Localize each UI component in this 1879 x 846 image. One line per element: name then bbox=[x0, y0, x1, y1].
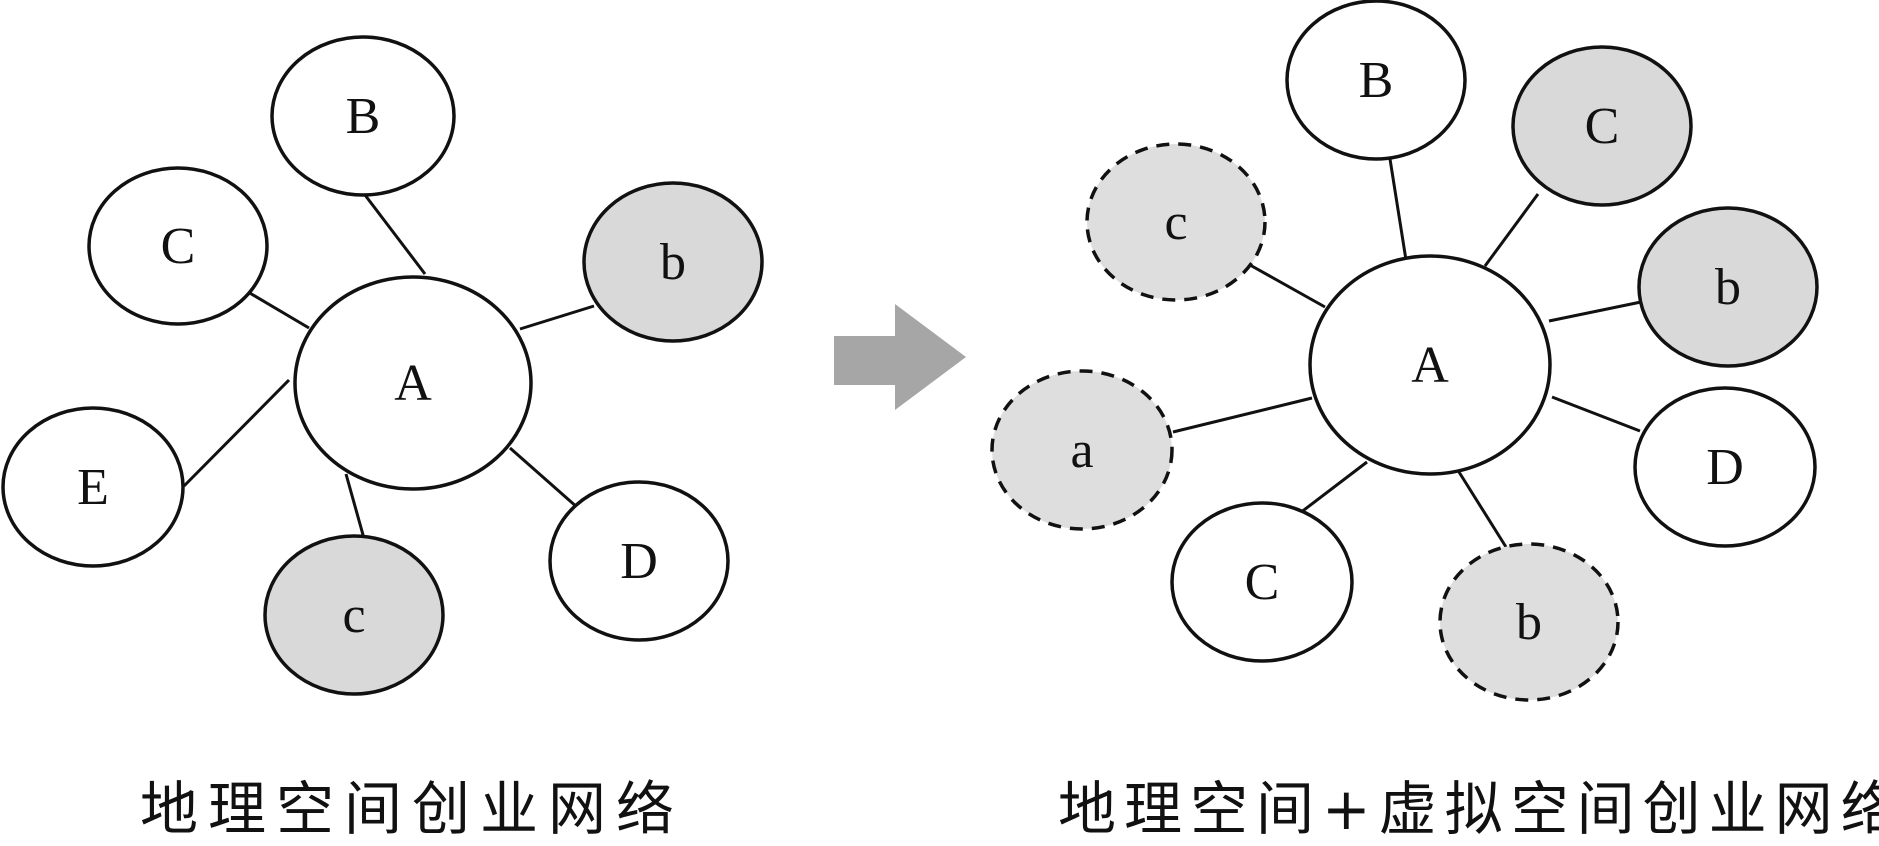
right-node-label-a: a bbox=[1070, 422, 1093, 479]
left-node-b bbox=[582, 181, 764, 343]
left-network-caption: 地理空间创业网络 bbox=[140, 775, 685, 843]
left-node-label-D: D bbox=[620, 533, 658, 590]
left-node-label-b: b bbox=[660, 234, 686, 291]
right-node-C1 bbox=[1511, 45, 1693, 207]
left-edge-3 bbox=[519, 304, 595, 331]
right-edge-3 bbox=[1551, 395, 1641, 433]
right-node-D bbox=[1633, 386, 1817, 548]
right-node-C2 bbox=[1170, 501, 1354, 663]
left-node-A bbox=[293, 275, 533, 491]
right-edge-0 bbox=[1388, 158, 1408, 261]
right-edge-7 bbox=[1249, 263, 1326, 309]
right-edge-2 bbox=[1548, 300, 1642, 323]
left-edge-1 bbox=[247, 290, 310, 330]
left-node-label-A: A bbox=[394, 355, 432, 412]
right-node-B bbox=[1285, 0, 1467, 161]
right-node-label-b1: b bbox=[1715, 259, 1741, 316]
left-node-C bbox=[87, 166, 269, 326]
right-node-label-c: c bbox=[1164, 194, 1187, 251]
left-node-label-B: B bbox=[346, 88, 381, 145]
left-node-B bbox=[270, 35, 456, 197]
right-edge-5 bbox=[1299, 460, 1368, 515]
right-node-b1 bbox=[1637, 206, 1819, 368]
right-node-label-C2: C bbox=[1245, 554, 1280, 611]
left-edge-5 bbox=[509, 446, 579, 510]
right-edge-4 bbox=[1457, 471, 1508, 548]
left-edge-2 bbox=[182, 378, 291, 488]
right-node-label-b2: b bbox=[1516, 594, 1542, 651]
left-node-c bbox=[263, 534, 445, 696]
right-node-label-D: D bbox=[1706, 439, 1744, 496]
left-node-E bbox=[1, 406, 185, 568]
right-node-b2 bbox=[1438, 542, 1620, 702]
transition-arrow-icon bbox=[834, 304, 966, 410]
right-edge-6 bbox=[1172, 396, 1313, 434]
right-network-caption: 地理空间+虚拟空间创业网络 bbox=[1058, 775, 1879, 843]
left-node-label-E: E bbox=[77, 459, 109, 516]
left-edge-0 bbox=[363, 194, 427, 275]
left-node-label-c: c bbox=[342, 587, 365, 644]
right-node-label-A: A bbox=[1411, 337, 1449, 394]
right-node-a bbox=[990, 369, 1174, 531]
left-edge-4 bbox=[344, 473, 367, 543]
right-node-A bbox=[1308, 254, 1552, 476]
left-node-D bbox=[548, 480, 730, 642]
right-node-c bbox=[1085, 142, 1267, 302]
right-node-label-C1: C bbox=[1585, 98, 1620, 155]
left-node-label-C: C bbox=[161, 218, 196, 275]
right-node-label-B: B bbox=[1359, 52, 1394, 109]
right-edge-1 bbox=[1483, 193, 1540, 267]
